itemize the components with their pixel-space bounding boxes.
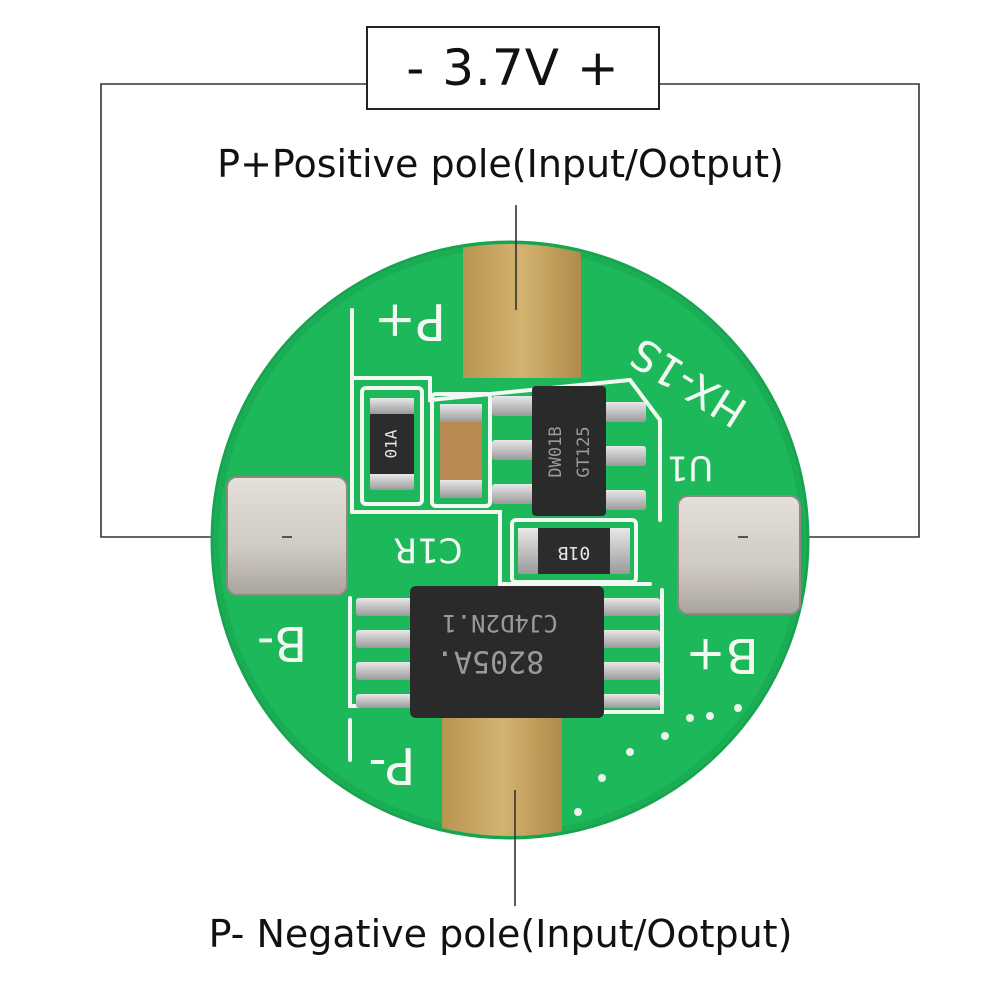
negative-lead-line: [100, 83, 366, 538]
positive-lead-line: [660, 83, 920, 538]
silk-c1r: C1R: [394, 530, 463, 570]
main-ic-marking-1: 8205A.: [436, 644, 544, 679]
silk-b-plus: B+: [685, 627, 758, 683]
protection-ic: [532, 386, 606, 516]
p-plus-gold-strip: [463, 244, 581, 378]
p-minus-gold-strip: [442, 712, 562, 836]
positive-pole-caption: P+Positive pole(Input/Ootput): [217, 142, 784, 186]
capacitor: [440, 404, 482, 498]
voltage-label-box: - 3.7V +: [366, 26, 660, 110]
resistor-top-marking: 01A: [382, 429, 401, 458]
mosfet-ic: [410, 586, 604, 718]
silk-p-plus: P+: [374, 293, 446, 351]
b-plus-pad: [677, 495, 801, 615]
negative-pole-caption: P- Negative pole(Input/Ootput): [208, 912, 793, 956]
small-ic-marking-1: DW01B: [546, 426, 566, 477]
small-ic-marking-2: GT125: [574, 426, 594, 477]
resistor-bottom-marking: 01B: [558, 542, 591, 563]
resistor-top: [370, 398, 414, 490]
voltage-label: - 3.7V +: [406, 39, 620, 97]
b-minus-pad: [226, 476, 348, 596]
main-ic-marking-2: CJ4D2N.1: [442, 609, 558, 637]
silk-u1: U1: [667, 448, 714, 488]
silk-p-minus: P-: [368, 737, 415, 795]
silk-b-minus: B-: [257, 615, 307, 671]
via-holes: [574, 704, 742, 816]
resistor-bottom: [518, 528, 630, 574]
